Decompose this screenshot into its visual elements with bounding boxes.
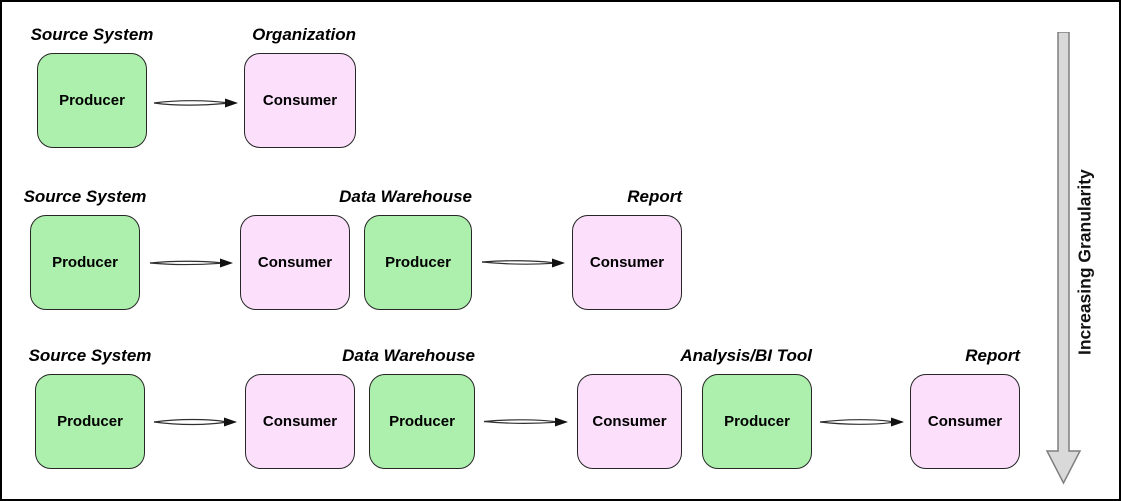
group-analysis-bi-tool: Analysis/BI Tool Consumer Producer bbox=[577, 345, 812, 469]
group-source-system-row1: Source System Producer bbox=[31, 24, 153, 148]
producer-box: Producer bbox=[702, 374, 812, 469]
group-label: Data Warehouse bbox=[342, 346, 475, 365]
producer-box: Producer bbox=[369, 374, 475, 469]
group-label: Report bbox=[627, 187, 682, 206]
producer-box: Producer bbox=[35, 374, 145, 469]
flow-arrow bbox=[153, 98, 238, 108]
consumer-box: Consumer bbox=[244, 53, 356, 148]
flow-arrow bbox=[149, 258, 233, 268]
group-data-warehouse-row2: Data Warehouse Consumer Producer bbox=[240, 186, 472, 310]
group-label: Source System bbox=[23, 187, 147, 206]
group-label: Source System bbox=[30, 25, 154, 44]
group-report-row2: Report Consumer bbox=[572, 186, 682, 310]
group-source-system-row2: Source System Producer bbox=[24, 186, 146, 310]
group-data-warehouse-row3: Data Warehouse Consumer Producer bbox=[245, 345, 475, 469]
flow-arrow bbox=[153, 417, 237, 427]
producer-box: Producer bbox=[37, 53, 147, 148]
producer-box: Producer bbox=[30, 215, 140, 310]
group-source-system-row3: Source System Producer bbox=[29, 345, 151, 469]
group-organization: Organization Consumer bbox=[244, 24, 356, 148]
group-label: Analysis/BI Tool bbox=[680, 346, 812, 365]
consumer-box: Consumer bbox=[577, 374, 682, 469]
consumer-box: Consumer bbox=[910, 374, 1020, 469]
group-label: Source System bbox=[28, 346, 152, 365]
consumer-box: Consumer bbox=[245, 374, 355, 469]
flow-arrow bbox=[481, 258, 565, 268]
flow-arrow bbox=[483, 417, 568, 427]
group-label: Report bbox=[965, 346, 1020, 365]
granularity-arrow-icon bbox=[1045, 32, 1082, 485]
group-label: Organization bbox=[252, 25, 356, 44]
flow-arrow bbox=[819, 417, 904, 427]
consumer-box: Consumer bbox=[240, 215, 350, 310]
group-report-row3: Report Consumer bbox=[910, 345, 1020, 469]
granularity-axis-label: Increasing Granularity bbox=[1074, 169, 1095, 355]
group-label: Data Warehouse bbox=[339, 187, 472, 206]
consumer-box: Consumer bbox=[572, 215, 682, 310]
producer-box: Producer bbox=[364, 215, 472, 310]
